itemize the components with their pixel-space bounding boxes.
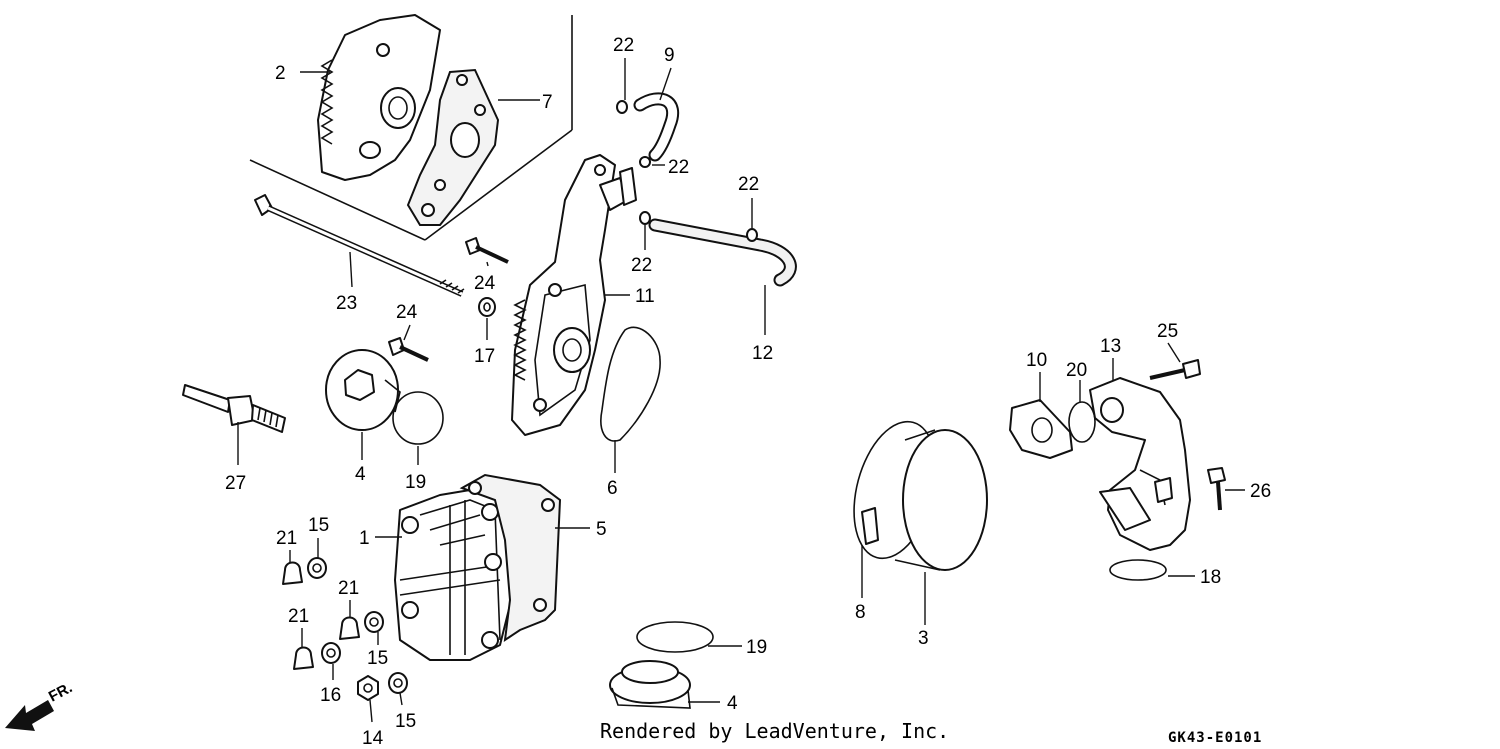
callout-27: 27 xyxy=(225,473,246,494)
callout-3: 3 xyxy=(918,628,929,649)
part-21-cap-nut-c[interactable] xyxy=(293,646,314,670)
callout-18: 18 xyxy=(1200,567,1221,588)
part-9-hose[interactable] xyxy=(633,92,680,162)
callout-9: 9 xyxy=(664,45,675,66)
part-1-cylinder-head[interactable] xyxy=(394,489,511,661)
part-7-gasket[interactable] xyxy=(406,68,500,226)
part-10-flange[interactable] xyxy=(1009,399,1073,459)
callout-8: 8 xyxy=(855,602,866,623)
part-15-washer-b[interactable] xyxy=(364,611,384,633)
callout-13: 13 xyxy=(1100,336,1121,357)
callout-16: 16 xyxy=(320,685,341,706)
part-13-elbow[interactable] xyxy=(1089,377,1191,551)
callout-17: 17 xyxy=(474,346,495,367)
part-17-washer[interactable] xyxy=(478,297,496,317)
callout-22: 22 xyxy=(738,174,759,195)
callout-21: 21 xyxy=(276,528,297,549)
callout-5: 5 xyxy=(596,519,607,540)
part-15-washer-a[interactable] xyxy=(307,557,327,579)
callout-4: 4 xyxy=(355,464,366,485)
callout-19: 19 xyxy=(405,472,426,493)
callout-21: 21 xyxy=(338,578,359,599)
callout-22: 22 xyxy=(613,35,634,56)
callout-14: 14 xyxy=(362,728,384,749)
part-18-oring[interactable] xyxy=(1109,559,1167,581)
part-3-side-cover[interactable] xyxy=(861,429,988,571)
callout-12: 12 xyxy=(752,343,773,364)
callout-15: 15 xyxy=(308,515,329,536)
callout-10: 10 xyxy=(1026,350,1047,371)
part-4-cap-lower[interactable] xyxy=(609,660,691,709)
arrow-left-down-icon xyxy=(5,700,54,731)
callout-15: 15 xyxy=(367,648,388,669)
callout-23: 23 xyxy=(336,293,357,314)
callout-15: 15 xyxy=(395,711,416,732)
part-15-washer-c[interactable] xyxy=(388,672,408,694)
front-direction-indicator: FR. xyxy=(5,679,75,731)
callout-7: 7 xyxy=(542,92,553,113)
callout-24: 24 xyxy=(396,302,418,323)
part-25-bolt[interactable] xyxy=(1149,359,1201,380)
callout-1: 1 xyxy=(359,528,370,549)
part-19-oring-lower[interactable] xyxy=(636,621,714,653)
part-11-cover[interactable] xyxy=(511,154,637,436)
render-credit: Rendered by LeadVenture, Inc. xyxy=(600,719,949,743)
part-16-washer[interactable] xyxy=(321,642,341,664)
part-6-seal[interactable] xyxy=(600,326,661,442)
callout-labels: 2 7 22 9 22 22 22 11 12 6 23 24 17 24 4 … xyxy=(225,35,1271,749)
callout-22: 22 xyxy=(631,255,652,276)
leader-lines xyxy=(237,58,1245,723)
part-4-cap-upper[interactable] xyxy=(325,349,401,431)
part-20-oring[interactable] xyxy=(1068,401,1096,443)
part-21-cap-nut-b[interactable] xyxy=(339,616,360,640)
callout-4: 4 xyxy=(727,693,738,714)
part-24-bolt-lower[interactable] xyxy=(388,337,429,362)
callout-19: 19 xyxy=(746,637,767,658)
callout-2: 2 xyxy=(275,63,286,84)
callout-22: 22 xyxy=(668,157,689,178)
diagram-code: GK43-E0101 xyxy=(1168,730,1262,746)
inset-divider xyxy=(249,15,573,241)
callout-26: 26 xyxy=(1250,481,1271,502)
part-12-hose[interactable] xyxy=(648,218,797,287)
part-24-bolt-upper[interactable] xyxy=(465,237,509,264)
callout-11: 11 xyxy=(635,286,655,307)
part-14-hex-nut[interactable] xyxy=(357,675,379,701)
callout-25: 25 xyxy=(1157,321,1178,342)
part-2-side-cover[interactable] xyxy=(317,14,441,181)
callout-24: 24 xyxy=(474,273,496,294)
callout-6: 6 xyxy=(607,478,618,499)
part-22-clips[interactable] xyxy=(616,100,758,242)
part-5-head-gasket[interactable] xyxy=(459,473,562,643)
part-19-oring-upper[interactable] xyxy=(392,391,444,445)
part-23-long-bolt[interactable] xyxy=(254,194,465,297)
part-26-bolt[interactable] xyxy=(1207,467,1226,511)
direction-label: FR. xyxy=(46,679,75,705)
callout-20: 20 xyxy=(1066,360,1087,381)
callout-21: 21 xyxy=(288,606,309,627)
part-27-spark-plug[interactable] xyxy=(182,384,286,433)
part-21-cap-nut-a[interactable] xyxy=(282,561,303,585)
